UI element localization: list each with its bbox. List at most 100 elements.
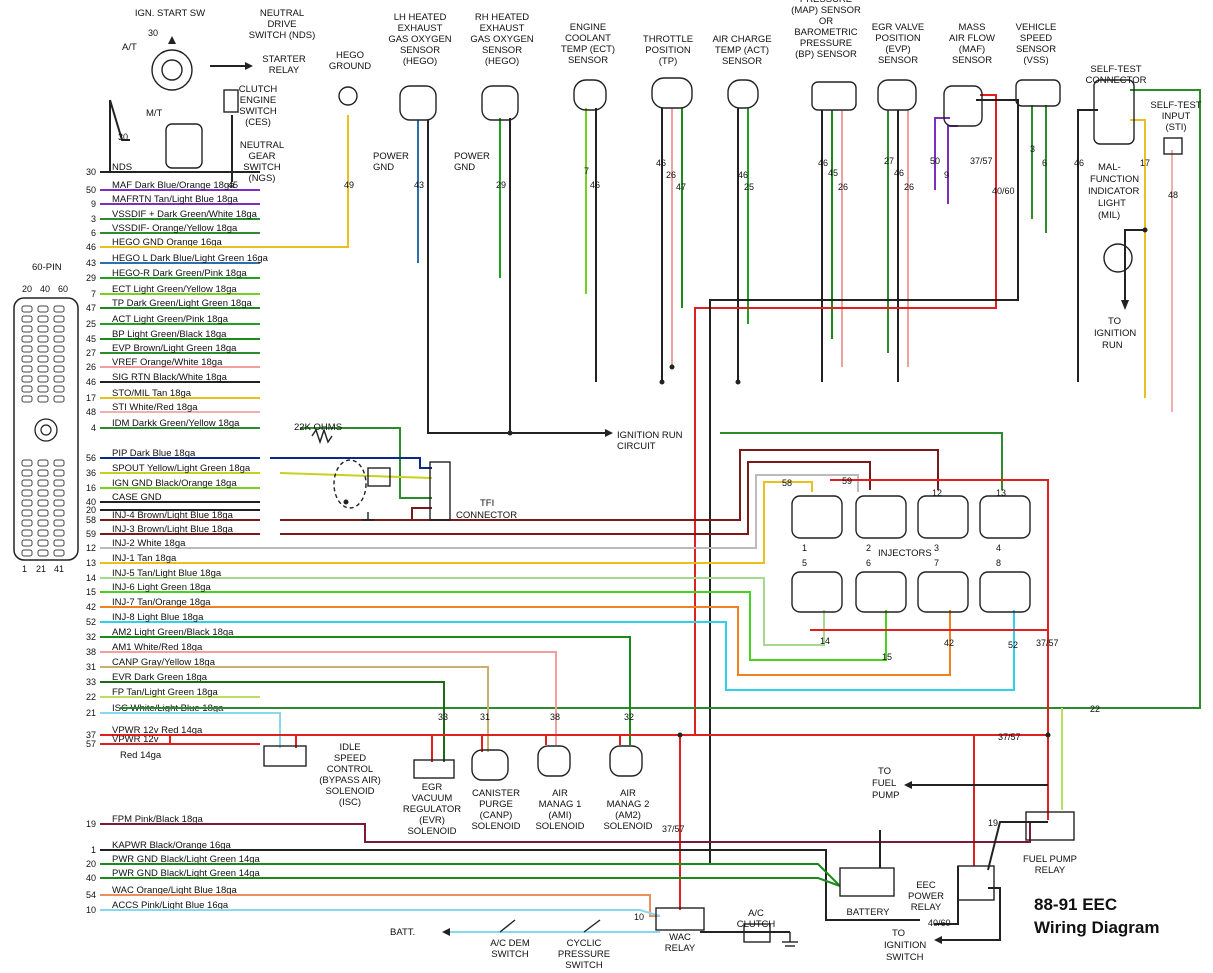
component-label: SENSOR	[878, 55, 918, 66]
circuit-pin-number: 26	[86, 362, 96, 372]
at-label: A/T	[122, 42, 137, 53]
pin-tag: 26	[838, 182, 848, 192]
circuit-label: MAFRTN Tan/Light Blue 18ga	[112, 194, 239, 205]
wire-canp	[120, 666, 489, 752]
pin-tag: 9	[944, 170, 949, 180]
wire-pip	[270, 457, 432, 469]
to-ignition-run-label: TO	[1108, 316, 1121, 327]
connector-hole	[53, 355, 65, 363]
wire-inj8	[240, 610, 1015, 691]
component-label: AIR CHARGE	[712, 34, 771, 45]
component-label: RELAY	[1035, 865, 1066, 876]
circuit-pin-number: 21	[86, 708, 96, 718]
circuit-label: SIG RTN Black/White 18ga	[112, 372, 228, 383]
circuit-pin-number: 25	[86, 319, 96, 329]
connector-hole	[37, 335, 49, 343]
connector-hole	[37, 519, 49, 527]
mil-lamp-icon	[1103, 243, 1133, 273]
circuit-label: ACCS Pink/Light Blue 16ga	[112, 900, 229, 911]
circuit-label: KAPWR Black/Orange 16ga	[112, 840, 232, 851]
component-label: SENSOR	[952, 55, 992, 66]
diagram-title-line: Wiring Diagram	[1034, 918, 1159, 937]
component-label: (MAP) SENSOR	[791, 5, 861, 16]
am1-solenoid-icon	[537, 745, 571, 777]
act-sensor-icon	[727, 79, 759, 109]
wire-maf-ground	[709, 99, 1019, 864]
circuit-label: ACT Light Green/Pink 18ga	[112, 314, 229, 325]
pin-tag: 7	[584, 166, 589, 176]
circuit-label: CASE GND	[112, 492, 162, 503]
circuit-pin-number: 7	[91, 289, 96, 299]
diagram-title: 88-91 EEC Wiring Diagram	[1034, 895, 1159, 937]
arrow-heads	[168, 36, 1129, 944]
circuit-pin-number: 12	[86, 543, 96, 553]
component-label: CONTROL	[327, 764, 373, 775]
isc-solenoid-icon	[263, 745, 307, 767]
pin-tag: 32	[624, 712, 634, 722]
connector-hole	[53, 539, 65, 547]
circuit-pin-number: 27	[86, 348, 96, 358]
wire-isc	[120, 712, 281, 748]
circuit-label: FPM Pink/Black 18ga	[112, 814, 204, 825]
wire-inj1	[180, 481, 813, 564]
circuit-pin-number: 15	[86, 587, 96, 597]
pin-tag: 40/60	[928, 918, 951, 928]
pin-tag: 26	[666, 170, 676, 180]
connector-hole	[21, 395, 33, 403]
injector-number: 4	[996, 543, 1001, 553]
component-label: ENGINE	[570, 22, 606, 33]
connector-bottom-pin: 21	[36, 564, 46, 574]
circuit-label: PWR GND Black/Light Green 14ga	[112, 854, 261, 865]
connector-hole	[21, 529, 33, 537]
component-label: (HEGO)	[403, 56, 437, 67]
connector-name: 60-PIN	[32, 262, 62, 273]
circuit-label: IDM Darkk Green/Yellow 18ga	[112, 418, 240, 429]
battery-icon	[839, 867, 895, 897]
wire-mil-ignition	[1124, 229, 1145, 300]
junction-dots	[343, 227, 1148, 738]
circuit-label: HEGO-R Dark Green/Pink 18ga	[112, 268, 247, 279]
power-gnd-label: GND	[454, 162, 475, 173]
wire-inj4	[280, 449, 939, 521]
pin-tag: 37/57	[1036, 638, 1059, 648]
component-label: SWITCH	[491, 949, 529, 960]
component-label: VACUUM	[412, 793, 453, 804]
circuit-pin-number: 36	[86, 468, 96, 478]
component-label: RELAY	[911, 902, 942, 913]
circuit-label: NDS	[112, 162, 132, 173]
maf-sensor-icon	[943, 85, 983, 127]
component-label: PRESSURE	[800, 38, 852, 49]
injector-8-icon	[979, 571, 1031, 613]
wire-relay-link	[987, 821, 1048, 871]
connector-hole	[37, 489, 49, 497]
pin-tag: 45	[828, 168, 838, 178]
circuit-pin-number: 32	[86, 632, 96, 642]
connector-hole	[21, 479, 33, 487]
component-label: (EVR)	[419, 815, 445, 826]
pin-tag: 37/57	[998, 732, 1021, 742]
component-label: COOLANT	[565, 33, 611, 44]
connector-hole	[53, 385, 65, 393]
to-ignition-switch-label: IGNITION	[884, 940, 926, 951]
injector-number: 8	[996, 558, 1001, 568]
circuit-label: EVR Dark Green 18ga	[112, 672, 208, 683]
connector-bottom-pin: 1	[22, 564, 27, 574]
power-gnd-label: POWER	[454, 151, 490, 162]
wire-inj7	[240, 606, 951, 676]
junction-dot	[735, 379, 741, 385]
wire-lh-hego-pwr	[427, 120, 605, 434]
component-label: (ISC)	[339, 797, 361, 808]
circuit-pin-number: 13	[86, 558, 96, 568]
circuit-label: INJ-5 Tan/Light Blue 18ga	[112, 568, 222, 579]
circuit-pin-number: 38	[86, 647, 96, 657]
pin-tag: 46	[738, 170, 748, 180]
circuit-pin-number: 46	[86, 242, 96, 252]
wire-pwr-gnd-40	[120, 877, 841, 887]
component-label: PRESSURE	[800, 0, 852, 5]
component-label: EXHAUST	[480, 23, 525, 34]
circuit-label: HEGO GND Orange 16ga	[112, 237, 223, 248]
component-label: (AM2)	[615, 810, 641, 821]
component-label: POWER	[908, 891, 944, 902]
pin-tag: 46	[656, 158, 666, 168]
